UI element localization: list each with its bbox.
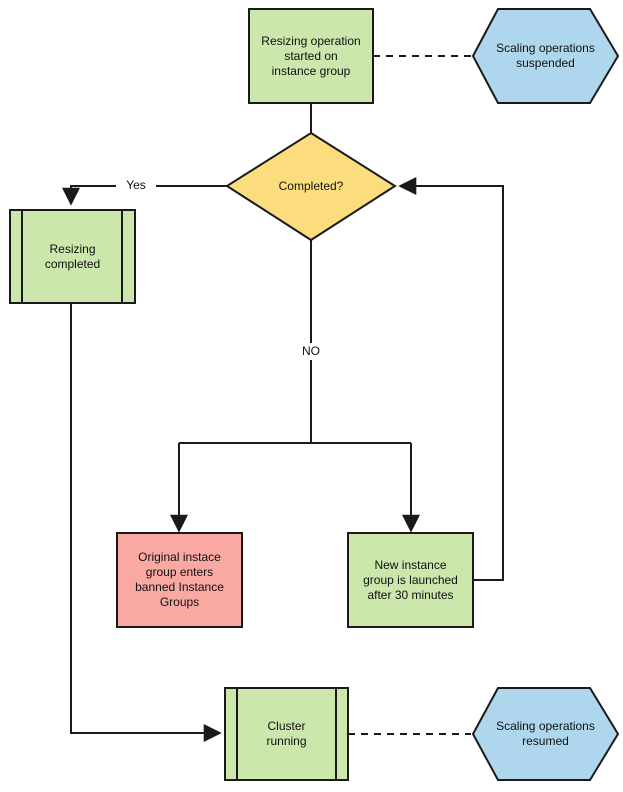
node-resizing-started: [248, 8, 374, 104]
label-banned-instance-group: Original instace group enters banned Ins…: [135, 550, 224, 609]
node-cluster-running: [224, 687, 349, 781]
label-resizing-started: Resizing operation started on instance g…: [261, 33, 361, 78]
node-banned-instance-group: [116, 532, 243, 628]
node-scaling-resumed-hexagon: [471, 687, 620, 781]
label-resizing-completed: Resizing completed: [44, 241, 101, 271]
label-cluster-running: Cluster running: [266, 719, 307, 748]
label-completed: Completed?: [278, 179, 344, 193]
edge-label-no: NO: [293, 343, 329, 360]
node-completed-decision: [225, 131, 397, 242]
label-new-instance-group: New instance group is launched after 30 …: [363, 557, 458, 602]
label-scaling-resumed: Scaling operations resumed: [496, 719, 595, 748]
edge-label-yes: Yes: [116, 177, 156, 194]
node-new-instance-group: [347, 532, 474, 628]
edge-yes-to-resizing-completed: [62, 185, 227, 206]
edge-new-group-back-to-decision: [398, 177, 504, 581]
node-resizing-completed: [9, 209, 136, 304]
label-scaling-suspended: Scaling operations suspended: [496, 41, 595, 70]
node-scaling-suspended-hexagon: [471, 8, 620, 104]
edge-resizing-completed-to-cluster: [70, 303, 222, 742]
